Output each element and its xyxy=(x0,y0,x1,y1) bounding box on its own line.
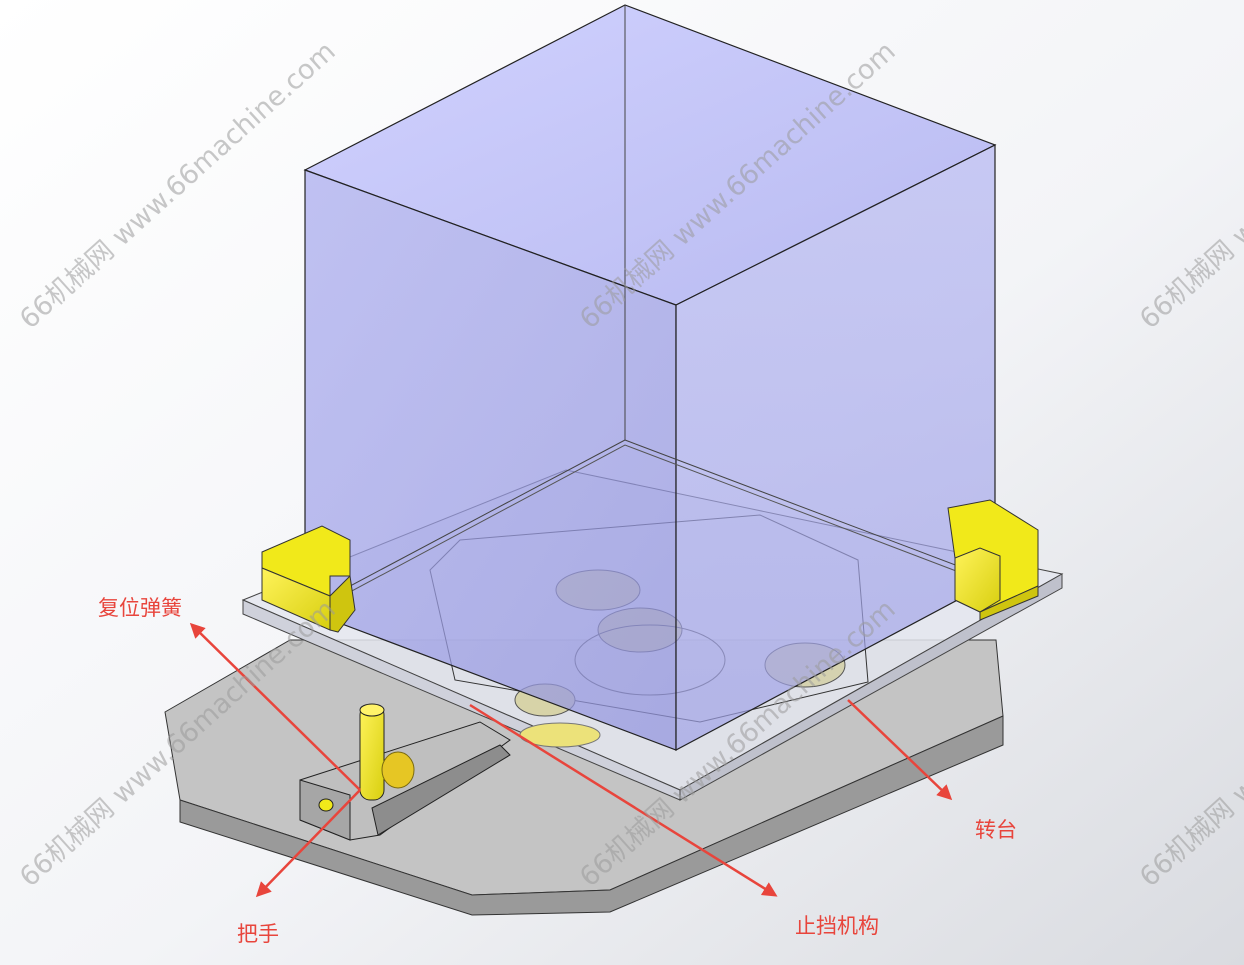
arrow-reset-spring xyxy=(189,622,361,791)
arrow-turntable xyxy=(847,699,953,801)
transparent-cover xyxy=(303,4,997,751)
handle-assembly xyxy=(299,703,511,841)
corner-block-right xyxy=(947,499,1039,621)
label-handle: 把手 xyxy=(237,922,279,946)
arrow-handle xyxy=(255,789,361,898)
callout-arrows xyxy=(189,622,953,898)
corner-block-left xyxy=(261,525,356,633)
label-turntable: 转台 xyxy=(975,818,1017,842)
arrow-stop-mechanism xyxy=(469,703,778,897)
label-reset-spring: 复位弹簧 xyxy=(98,596,182,620)
label-stop-mechanism: 止挡机构 xyxy=(795,914,879,938)
